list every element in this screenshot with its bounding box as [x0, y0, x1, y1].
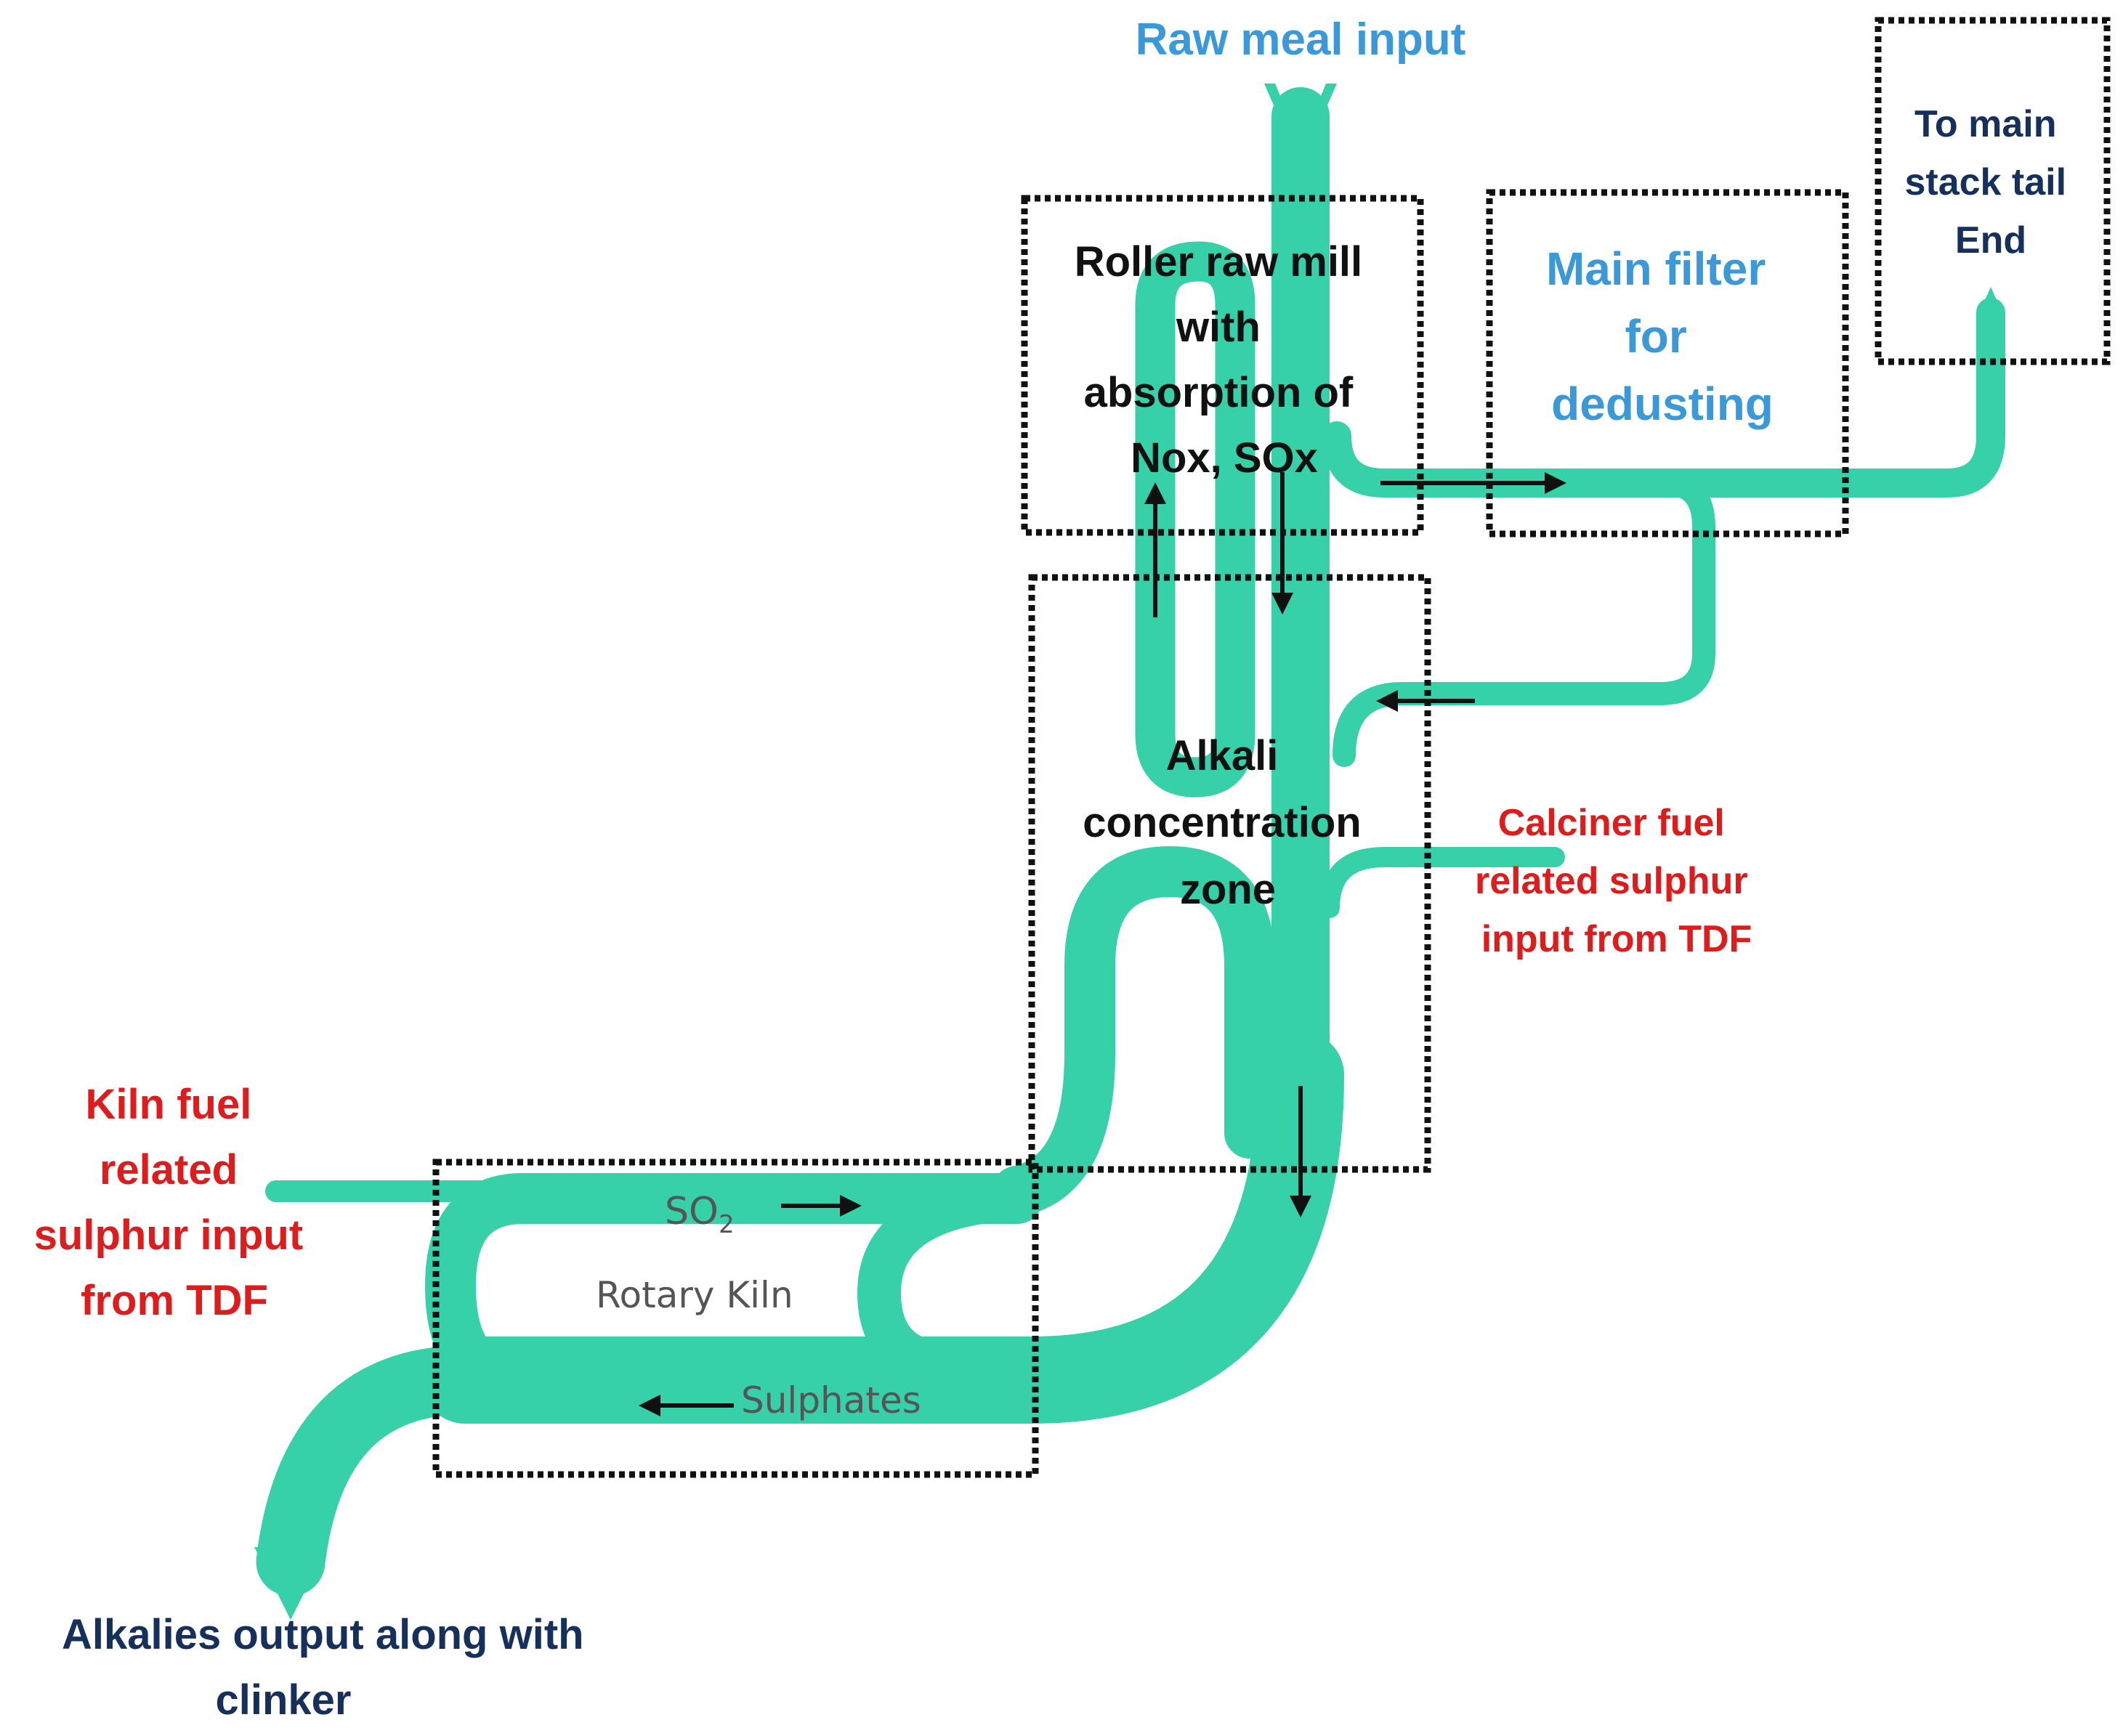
so2-label: SO2	[665, 1190, 735, 1239]
rotary-kiln-inner-return	[857, 1177, 1039, 1387]
stack-box	[1875, 17, 2111, 365]
main-filter-label: Main filter for dedusting	[1546, 243, 1779, 430]
rotary-kiln-box	[432, 1159, 1039, 1478]
rotary-kiln-gas-loop	[425, 1173, 1043, 1406]
flow-direction-arrows	[639, 472, 1566, 1416]
alkali-zone-label: Alkali concentration zone	[1083, 732, 1373, 913]
raw-mill-box	[1021, 195, 1424, 536]
raw-meal-inlet-funnel	[1264, 84, 1337, 167]
alkali-zone-box	[1028, 574, 1431, 1173]
clinker-output-stream	[256, 1345, 500, 1597]
main-bend-to-kiln	[421, 1031, 1344, 1424]
diagram-labels: Raw meal input To main stack tail End Ro…	[34, 15, 2077, 1724]
raw-meal-input-label: Raw meal input	[1136, 15, 1466, 65]
rotary-kiln-label: Rotary Kiln	[596, 1274, 793, 1316]
calciner-fuel-label: Calciner fuel related sulphur input from…	[1475, 802, 1758, 960]
exhaust-to-filter-and-stack	[1322, 298, 2005, 498]
kiln-fuel-label: Kiln fuel related sulphur input from TDF	[34, 1081, 315, 1324]
alkalies-output-label: Alkalies output along with clinker	[62, 1611, 596, 1724]
calciner-fuel-inlet-line	[1319, 847, 1565, 918]
filter-dust-return	[1333, 471, 1715, 767]
kiln-gas-riser	[992, 846, 1275, 1217]
system-boundaries	[432, 17, 2111, 1478]
clinker-output-tip	[254, 1547, 327, 1620]
sulphates-label: Sulphates	[741, 1379, 921, 1421]
material-gas-flow-streams	[254, 84, 2005, 1620]
to-main-stack-label: To main stack tail End	[1904, 103, 2077, 261]
main-filter-box	[1486, 189, 1849, 538]
roller-raw-mill-label: Roller raw mill with absorption of Nox, …	[1075, 238, 1375, 482]
stack-outlet-tip	[1976, 287, 2005, 320]
raw-mill-loop	[1135, 241, 1255, 798]
